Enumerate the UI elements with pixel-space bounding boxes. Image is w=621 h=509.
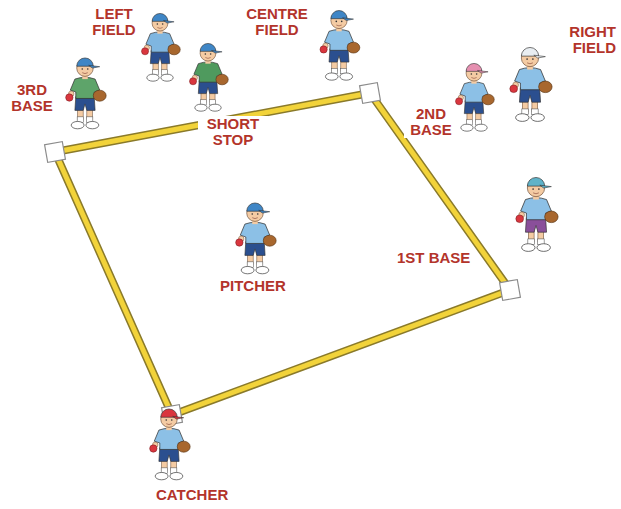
position-label: CENTRE FIELD (238, 6, 316, 38)
catcher-player (150, 409, 190, 480)
first-baseman (516, 177, 558, 251)
base-path-outline (55, 93, 510, 415)
left-fielder (142, 13, 181, 81)
position-label: 3RD BASE (4, 82, 60, 114)
position-label: SHORT STOP (198, 116, 268, 148)
right-fielder (510, 47, 552, 121)
second-baseman (456, 63, 495, 131)
second-base-bag (360, 83, 381, 104)
centre-fielder (320, 11, 360, 81)
first-base-bag (500, 280, 521, 301)
position-label: RIGHT FIELD (554, 24, 618, 56)
position-label: PITCHER (218, 278, 288, 294)
position-label: CATCHER (154, 487, 230, 503)
position-label: LEFT FIELD (84, 6, 144, 38)
position-label: 1ST BASE (395, 250, 472, 266)
pitcher-player (236, 203, 276, 274)
short-stop-player (190, 43, 229, 111)
third-baseman (66, 58, 106, 129)
position-label: 2ND BASE (404, 106, 458, 138)
base-path (55, 93, 510, 415)
third-base-bag (45, 142, 66, 163)
